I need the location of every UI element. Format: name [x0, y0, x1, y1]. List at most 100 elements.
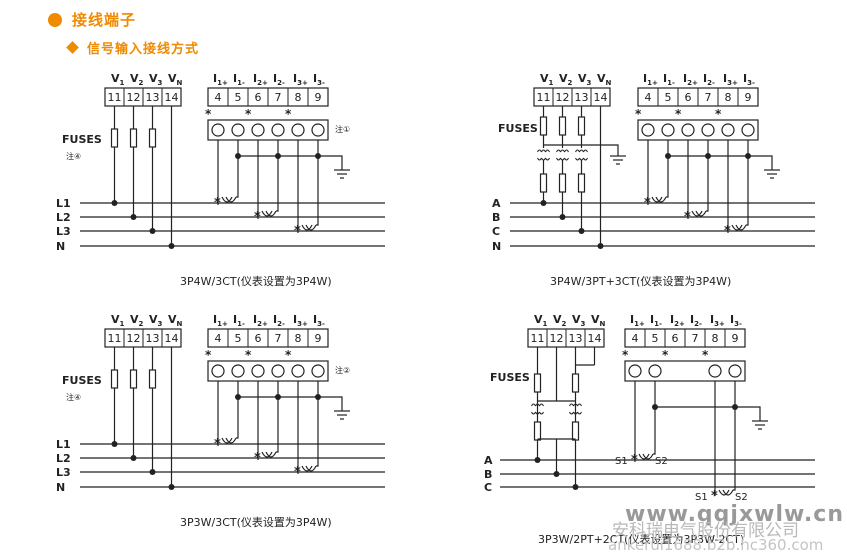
connector-screw [661, 123, 675, 137]
ground-wire [318, 396, 343, 411]
section-header: 接线端子 [48, 9, 136, 30]
terminal-number: 14 [594, 91, 608, 104]
junction-dot [275, 394, 281, 400]
pt-coil [539, 411, 544, 415]
ct-coil [221, 196, 233, 203]
label-sub: 2+ [257, 320, 268, 328]
current-label: I3- [313, 313, 325, 328]
fuse [110, 369, 119, 389]
label-sub: 3- [747, 79, 755, 87]
pt-coil [556, 149, 561, 153]
voltage-label: V3 [578, 72, 592, 87]
terminal-number: 8 [725, 91, 732, 104]
note-label: 注④ [66, 392, 81, 402]
ct-coil [305, 224, 317, 231]
connector-screw [291, 123, 305, 137]
terminal-number: 9 [732, 332, 739, 345]
label-sub: 1+ [647, 79, 658, 87]
pt-coil [575, 157, 580, 161]
label-sub: 3 [158, 79, 163, 87]
junction-dot [111, 200, 118, 206]
terminal-number: 14 [165, 91, 179, 104]
label-sub: 1 [120, 320, 125, 328]
label-sub: 2 [568, 79, 573, 87]
label-sub: 3 [587, 79, 592, 87]
ct-s2-label: S2 [655, 456, 668, 467]
pt-coil [539, 403, 544, 407]
junction-dot [235, 394, 241, 400]
terminal-star: * [245, 107, 252, 121]
connector-screw [641, 123, 655, 137]
terminal-number: 7 [275, 91, 282, 104]
terminal-number: 9 [315, 332, 322, 345]
note-label: 注② [335, 365, 350, 375]
ground-wire [748, 155, 773, 170]
voltage-label: V2 [553, 313, 567, 328]
pt-coil [531, 403, 536, 407]
label-sub: 1+ [217, 79, 228, 87]
terminal-number: 5 [665, 91, 672, 104]
label-sub: 3 [581, 320, 586, 328]
terminal-number: 11 [537, 91, 551, 104]
current-label: I2- [273, 72, 285, 87]
current-label: I2- [690, 313, 702, 328]
pt-coil [560, 157, 565, 161]
label-sub: 3+ [297, 79, 308, 87]
pt-coil [556, 157, 561, 161]
junction-dot [275, 153, 281, 159]
voltage-label: V2 [130, 313, 144, 328]
ct-star-mark: * [254, 451, 261, 466]
label-sub: 1- [237, 320, 245, 328]
line-label: C [492, 225, 500, 238]
voltage-label: V1 [540, 72, 554, 87]
terminal-star: * [285, 348, 292, 362]
line-label: N [56, 481, 65, 494]
fuse [571, 421, 580, 441]
terminal-number: 13 [569, 332, 583, 345]
label-sub: 2 [562, 320, 567, 328]
note-label: 注④ [66, 151, 81, 161]
label-sub: 1- [667, 79, 675, 87]
line-label: N [492, 240, 501, 253]
pt-coil [537, 157, 542, 161]
pt-coil [579, 149, 584, 153]
terminal-number: 6 [255, 91, 262, 104]
label-sub: 3+ [714, 320, 725, 328]
ct-wire [666, 140, 669, 198]
voltage-label: VN [168, 72, 183, 87]
terminal-star: * [675, 107, 682, 121]
terminal-number: 7 [705, 91, 712, 104]
label-sub: 3+ [727, 79, 738, 87]
ct-coil [221, 437, 233, 444]
line-label: L2 [56, 452, 71, 465]
ct-wire [236, 381, 239, 439]
ct-s1-label: S1 [695, 492, 708, 503]
line-label: B [484, 468, 492, 481]
label-sub: N [600, 320, 606, 328]
junction-dot [534, 457, 541, 463]
ct-star-mark: * [644, 196, 651, 211]
ct-star-mark: * [711, 489, 718, 504]
diagram-caption: 3P3W/2PT+2CT(仪表设置为3P3W-2CT) [538, 532, 744, 546]
terminal-number: 12 [127, 332, 141, 345]
terminal-number: 13 [146, 332, 160, 345]
watermark-url: www.qqjxwlw.cn [625, 502, 844, 527]
connector-screw [701, 123, 715, 137]
voltage-label: V2 [130, 72, 144, 87]
connector-screw [311, 364, 325, 378]
watermark-domain: ankerui1688.b2b.hc360.com [608, 536, 824, 554]
terminal-number: 9 [315, 91, 322, 104]
current-label: I3- [743, 72, 755, 87]
terminal-number: 12 [127, 91, 141, 104]
terminal-number: 11 [108, 91, 122, 104]
connector-screw [741, 123, 755, 137]
terminal-number: 7 [692, 332, 699, 345]
fuse [148, 128, 157, 148]
terminal-number: 6 [255, 332, 262, 345]
line-label: L1 [56, 197, 71, 210]
current-label: I2+ [253, 313, 268, 328]
terminal-star: * [622, 348, 629, 362]
label-sub: 1- [654, 320, 662, 328]
ct-coil [655, 196, 667, 203]
